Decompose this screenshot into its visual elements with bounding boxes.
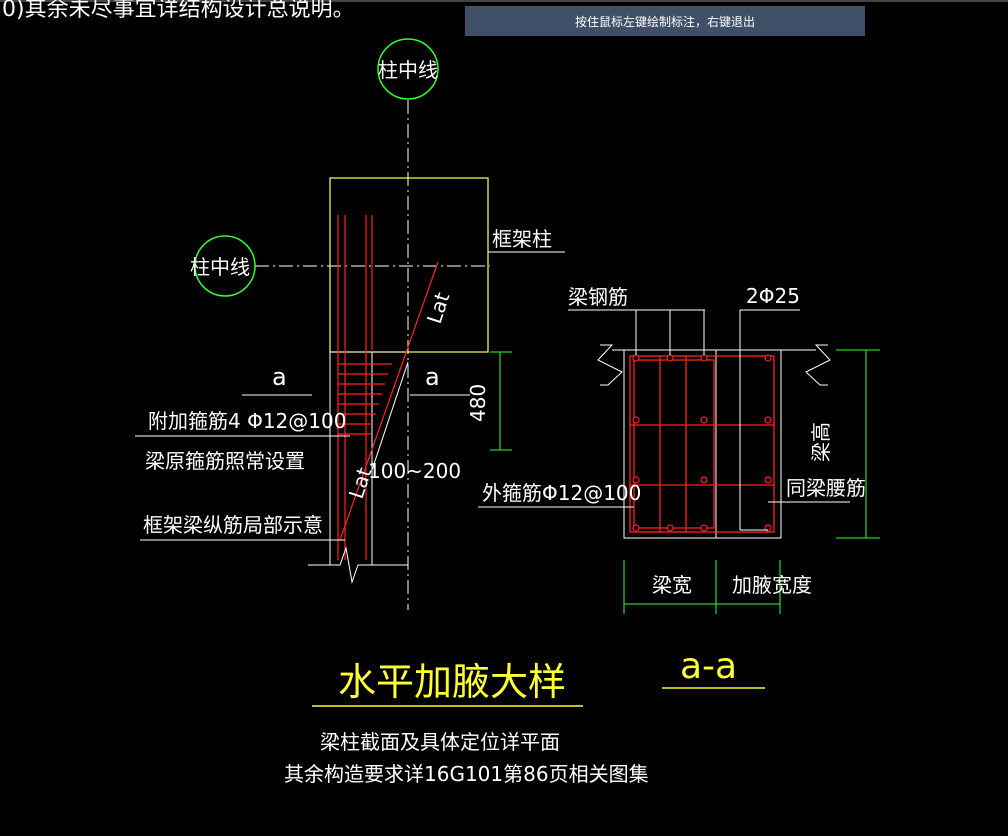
waist-rebar-label: 同梁腰筋: [786, 476, 866, 500]
frame-column-outline: [329, 177, 489, 353]
section-mark-right: a: [425, 363, 440, 391]
note-line-2: 其余构造要求详16G101第86页相关图集: [284, 762, 649, 786]
status-hint-bar: 按住鼠标左键绘制标注，右键退出: [465, 6, 865, 36]
svg-text:480: 480: [466, 384, 490, 422]
beam-rebar-leaders: [568, 309, 850, 531]
rebar-group: [337, 215, 439, 560]
centerline-tag-left: 柱中线: [190, 235, 256, 297]
break-line-section-left: [597, 344, 623, 386]
top-note-text: 0)其余未尽事宜详结构设计总说明。: [2, 0, 355, 22]
break-line-section-right: [805, 344, 831, 386]
centerline-tag-top: 柱中线: [377, 38, 439, 100]
svg-text:柱中线: 柱中线: [190, 255, 250, 279]
svg-text:梁高: 梁高: [809, 422, 833, 462]
detail-title: 水平加腋大样: [338, 660, 566, 704]
status-hint-text: 按住鼠标左键绘制标注，右键退出: [574, 14, 755, 29]
frame-column-label: 框架柱: [492, 227, 552, 251]
dim-beam-width: [623, 560, 781, 614]
section-outline: [623, 349, 782, 539]
section-mark-left: a: [272, 363, 287, 391]
section-title: a-a: [680, 646, 737, 687]
haunch-slope-line: [371, 361, 409, 471]
haunch-width-label: 加腋宽度: [732, 573, 812, 597]
rebar-2phi25-label: 2Φ25: [746, 284, 800, 308]
longitudinal-note-label: 框架梁纵筋局部示意: [143, 513, 323, 537]
outer-stirrup-label: 外箍筋Φ12@100: [482, 481, 641, 505]
svg-text:柱中线: 柱中线: [378, 58, 438, 82]
additional-stirrup-label: 附加箍筋4 Φ12@100: [148, 409, 346, 433]
break-line-left: [308, 546, 408, 584]
beam-rebar-label: 梁钢筋: [568, 285, 628, 309]
section-rebar: [629, 355, 775, 533]
original-stirrup-label: 梁原箍筋照常设置: [145, 449, 305, 473]
dim-480: 480: [466, 351, 512, 451]
note-line-1: 梁柱截面及具体定位详平面: [320, 730, 560, 754]
dim-range-label: 100~200: [368, 459, 461, 483]
section-bar-dots: [632, 354, 772, 532]
beam-width-label: 梁宽: [652, 573, 692, 597]
dim-beam-height: 梁高: [809, 349, 880, 539]
